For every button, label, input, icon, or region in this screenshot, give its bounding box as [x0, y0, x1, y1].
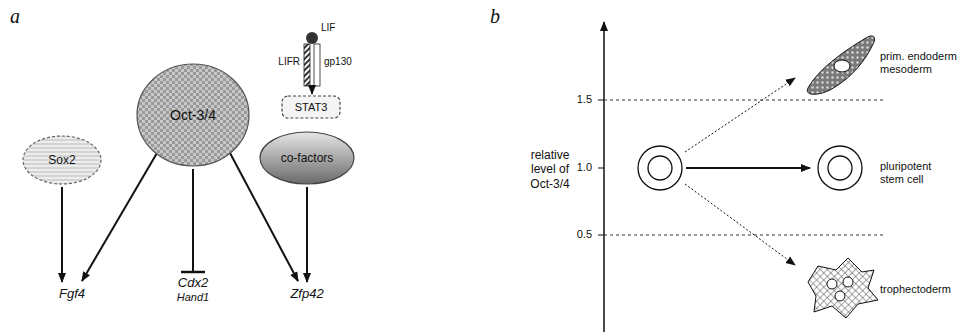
- ligand-label: LIF: [321, 22, 361, 34]
- fate-arrow: [685, 184, 795, 265]
- axis-title: relative level of Oct-3/4: [520, 148, 580, 191]
- cofactor-ellipse: co-factors: [259, 131, 355, 185]
- cell-nucleus: [827, 279, 837, 289]
- protein-circle: Oct-3/4: [136, 63, 250, 167]
- fate-arrows: [685, 78, 810, 265]
- signal-box-shape: [282, 96, 340, 118]
- node-text: STAT3: [295, 101, 328, 113]
- tick-label: 1.5: [556, 93, 592, 106]
- cell-outline: [638, 146, 682, 190]
- lifr-bar: [304, 44, 310, 86]
- endoderm-cell: [807, 36, 874, 94]
- cell-nucleus: [648, 156, 672, 180]
- repression-bar: [181, 271, 205, 274]
- node-text: Oct-3/4: [170, 107, 216, 123]
- fate-arrow: [685, 78, 795, 152]
- receptor-label: gp130: [324, 56, 364, 68]
- protein-ellipse-shape: [23, 136, 101, 184]
- panel-letter: a: [10, 4, 30, 28]
- threshold-line: [604, 235, 885, 236]
- tick-label: 0.5: [556, 228, 592, 241]
- lif-ligand: [306, 32, 318, 44]
- gene-label: Zfp42: [277, 286, 337, 302]
- cell-nucleus: [834, 60, 850, 72]
- signal-arrow: [311, 86, 313, 94]
- cell-outline: [807, 36, 874, 94]
- fate-arrow: [686, 167, 810, 169]
- tick-label: 1.0: [556, 161, 592, 174]
- gp130-bar: [314, 44, 320, 86]
- pluripotent-cell: [818, 146, 862, 190]
- axis-line: [603, 22, 605, 332]
- node-text: Sox2: [48, 153, 75, 167]
- protein-ellipse: Sox2: [22, 135, 102, 185]
- y-axis: [598, 22, 885, 332]
- activation-arrow: [306, 187, 308, 282]
- node-text: co-factors: [281, 151, 334, 165]
- stem-cell: [638, 146, 682, 190]
- fate-label: trophectoderm: [880, 283, 962, 296]
- repression-line: [192, 169, 194, 272]
- panel-letter: b: [490, 4, 510, 28]
- gene-label: Hand1: [163, 291, 223, 304]
- cofactor-ellipse-shape: [260, 132, 354, 184]
- cell-outline: [818, 146, 862, 190]
- tick: [598, 168, 604, 169]
- cell-nucleus: [835, 291, 845, 301]
- fate-label: pluripotent stem cell: [880, 160, 952, 186]
- signal-box: STAT3: [281, 95, 341, 119]
- gene-label: Cdx2: [163, 275, 223, 291]
- cell-nucleus: [843, 277, 853, 287]
- cell-outline: [808, 258, 878, 318]
- fate-label: prim. endoderm mesoderm: [880, 50, 962, 76]
- protein-circle-shape: [137, 64, 249, 166]
- cell-nucleus: [828, 156, 852, 180]
- tick: [598, 100, 604, 101]
- trophectoderm-cell: [808, 258, 878, 318]
- activation-arrow: [61, 187, 63, 282]
- receptor-label: LIFR: [262, 56, 300, 68]
- gene-label: Fgf4: [42, 286, 102, 302]
- lif-receptor: [304, 32, 320, 94]
- threshold-line: [604, 100, 885, 101]
- tick: [598, 235, 604, 236]
